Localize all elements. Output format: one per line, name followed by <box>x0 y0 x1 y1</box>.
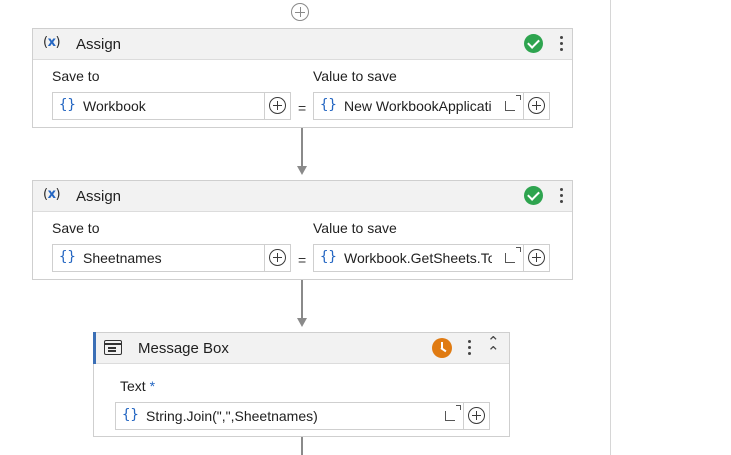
save-to-value[interactable]: Workbook <box>83 98 146 114</box>
variable-icon: {} <box>122 407 139 423</box>
activity-title: Message Box <box>138 340 229 357</box>
plus-icon <box>528 249 545 266</box>
variable-icon: {} <box>320 97 337 113</box>
required-marker: * <box>149 378 156 394</box>
assign-activity-card[interactable]: (x) Assign Save to Value to save {} Work… <box>32 28 573 128</box>
plus-icon <box>468 407 485 424</box>
save-to-field[interactable]: {} Workbook <box>52 92 291 120</box>
save-to-plus-button[interactable] <box>264 245 290 271</box>
warning-clock-icon <box>432 338 452 358</box>
activity-header[interactable]: (x) Assign <box>33 29 572 60</box>
save-to-label: Save to <box>52 68 100 84</box>
value-to-save-value[interactable]: Workbook.GetSheets.ToArray <box>344 250 492 266</box>
save-to-value[interactable]: Sheetnames <box>83 250 162 266</box>
variable-icon: {} <box>59 249 76 265</box>
value-to-save-field[interactable]: {} Workbook.GetSheets.ToArray <box>313 244 550 272</box>
expand-editor-icon[interactable] <box>445 405 461 421</box>
value-to-save-value[interactable]: New WorkbookApplication <box>344 98 492 114</box>
equals-sign: = <box>298 100 307 116</box>
plus-icon <box>269 249 286 266</box>
assign-activity-card[interactable]: (x) Assign Save to Value to save {} Shee… <box>32 180 573 280</box>
value-to-save-label: Value to save <box>313 220 397 236</box>
value-to-save-label: Value to save <box>313 68 397 84</box>
variable-icon: {} <box>320 249 337 265</box>
activity-header[interactable]: Message Box ⌃⌃ <box>93 332 509 364</box>
connector-arrow <box>297 318 307 327</box>
more-options-icon[interactable] <box>558 186 564 206</box>
text-value[interactable]: String.Join(",",Sheetnames) <box>146 408 318 424</box>
text-label: Text * <box>120 378 156 394</box>
value-plus-button[interactable] <box>523 245 549 271</box>
connector-arrow <box>297 166 307 175</box>
more-options-icon[interactable] <box>558 34 564 54</box>
text-plus-button[interactable] <box>463 403 489 429</box>
plus-icon <box>269 97 286 114</box>
plus-icon <box>528 97 545 114</box>
value-plus-button[interactable] <box>523 93 549 119</box>
expand-editor-icon[interactable] <box>505 247 521 263</box>
variable-icon: {} <box>59 97 76 113</box>
activity-header[interactable]: (x) Assign <box>33 181 572 212</box>
valid-check-icon <box>524 34 543 53</box>
text-field[interactable]: {} String.Join(",",Sheetnames) <box>115 402 490 430</box>
message-box-icon <box>104 340 122 355</box>
expand-editor-icon[interactable] <box>505 95 521 111</box>
add-activity-icon[interactable] <box>291 3 309 21</box>
activity-title: Assign <box>76 188 122 205</box>
activity-title: Assign <box>76 36 122 53</box>
connector-line <box>301 280 303 318</box>
more-options-icon[interactable] <box>466 338 472 358</box>
collapse-icon[interactable]: ⌃⌃ <box>487 333 500 361</box>
save-to-plus-button[interactable] <box>264 93 290 119</box>
selection-indicator <box>93 332 96 364</box>
value-to-save-field[interactable]: {} New WorkbookApplication <box>313 92 550 120</box>
message-box-activity-card[interactable]: Message Box ⌃⌃ Text * {} String.Join(","… <box>93 332 510 437</box>
save-to-label: Save to <box>52 220 100 236</box>
equals-sign: = <box>298 252 307 268</box>
connector-line <box>301 437 303 455</box>
connector-line <box>301 128 303 166</box>
valid-check-icon <box>524 186 543 205</box>
save-to-field[interactable]: {} Sheetnames <box>52 244 291 272</box>
assign-icon: (x) <box>43 35 61 50</box>
assign-icon: (x) <box>43 187 61 202</box>
panel-divider <box>610 0 611 455</box>
